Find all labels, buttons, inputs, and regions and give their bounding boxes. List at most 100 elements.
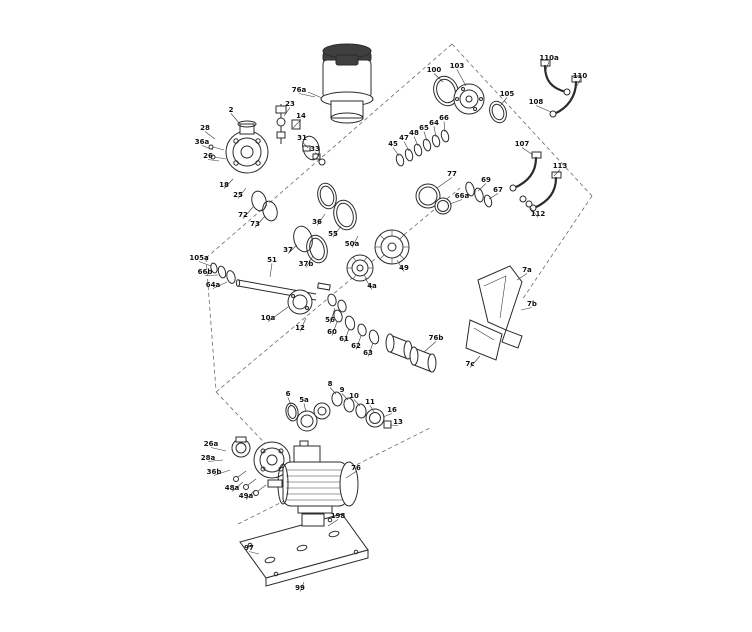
motor-flange xyxy=(253,441,291,479)
o-ring xyxy=(336,202,354,228)
leader-line xyxy=(456,69,467,87)
leader-line xyxy=(331,321,338,336)
part-label: 8 xyxy=(328,380,333,388)
seal-ring-inner xyxy=(369,412,381,424)
part-label: 49 xyxy=(399,264,409,272)
o-ring xyxy=(333,199,357,231)
clamp-tab xyxy=(235,436,247,443)
chamber-discs xyxy=(346,183,452,282)
part-label: 63 xyxy=(363,349,373,357)
leader-line xyxy=(433,126,437,138)
clamp-tab xyxy=(501,329,523,349)
leader-line xyxy=(392,147,400,157)
part-label: 26a xyxy=(204,440,219,448)
clamp-ring-inner xyxy=(235,442,247,454)
part-label: 36 xyxy=(312,218,322,226)
shaft-ring xyxy=(217,265,227,279)
vent-pipe xyxy=(552,80,578,116)
washer xyxy=(333,309,343,323)
bolt xyxy=(253,490,259,496)
leader-line xyxy=(553,169,561,177)
part-label: 14 xyxy=(296,112,306,120)
part-label: 100 xyxy=(427,66,442,74)
pipe-fitting xyxy=(549,110,557,118)
leader-line xyxy=(382,413,393,418)
bolt-hole xyxy=(327,517,333,523)
o-ring xyxy=(309,237,325,261)
seal-carrier-hub xyxy=(465,95,473,103)
part-label: 16 xyxy=(387,406,397,414)
washer xyxy=(440,129,450,143)
part-label: 55 xyxy=(328,230,338,238)
impeller-vanes xyxy=(375,230,409,264)
leader-line xyxy=(423,341,437,353)
o-ring-chain xyxy=(251,135,357,264)
part-label: 62 xyxy=(351,342,361,350)
leader-line xyxy=(212,281,228,289)
bolt-hole xyxy=(260,466,266,472)
coupling-half-inner xyxy=(300,414,314,428)
washer xyxy=(413,143,423,157)
leader-line xyxy=(355,335,362,350)
part-label: 97 xyxy=(244,544,254,552)
slot-hole xyxy=(296,544,308,552)
motor-foot xyxy=(297,505,333,514)
pump-head-flange xyxy=(225,130,269,174)
shaft-ring xyxy=(327,293,337,307)
washer xyxy=(331,391,343,407)
leader-line xyxy=(469,355,481,368)
part-label: 198 xyxy=(331,512,346,520)
control-box xyxy=(307,43,374,124)
display-panel xyxy=(335,54,359,66)
coupling-parts xyxy=(285,391,392,432)
part-label: 45 xyxy=(388,140,398,148)
part-label: 99 xyxy=(295,584,305,592)
label-leaders xyxy=(198,61,581,592)
leader-line xyxy=(343,328,350,343)
support-block xyxy=(301,513,325,527)
part-label: 7c xyxy=(465,360,474,368)
leader-line xyxy=(433,73,444,83)
part-label: 6 xyxy=(286,390,291,398)
chamber-disc-hub xyxy=(356,264,364,272)
impeller-hub xyxy=(387,242,397,252)
part-label: 108 xyxy=(529,98,544,106)
part-label: 9 xyxy=(340,386,345,394)
part-label: 112 xyxy=(531,210,546,218)
clamp-shell-lower xyxy=(465,319,503,361)
leader-line xyxy=(201,145,214,151)
part-label: 50a xyxy=(345,240,360,248)
bolt-hole xyxy=(273,571,279,577)
part-label: 51 xyxy=(267,256,277,264)
slot-hole xyxy=(328,530,340,538)
part-label: 107 xyxy=(515,140,530,148)
top-seal-kit xyxy=(433,75,507,124)
leader-line xyxy=(423,131,428,142)
part-label: 47 xyxy=(399,134,409,142)
washer xyxy=(395,153,405,167)
screw-shank xyxy=(214,156,227,160)
part-label: 25 xyxy=(233,191,243,199)
washer-stack-upper xyxy=(395,129,493,208)
part-label: 61 xyxy=(339,335,349,343)
bolt-hole xyxy=(305,306,309,310)
clamp-shell-fold xyxy=(473,327,495,341)
part-label: 64a xyxy=(206,281,221,289)
clamp-shell-fold xyxy=(483,275,507,319)
part-label: 23 xyxy=(285,100,295,108)
sleeve-end xyxy=(427,353,437,373)
leader-line xyxy=(299,317,307,332)
shaft-ring xyxy=(337,299,347,313)
retainer-ring-inner xyxy=(437,200,449,212)
part-label: 103 xyxy=(450,62,465,70)
leader-line xyxy=(213,469,231,476)
bolt-hole xyxy=(260,448,266,454)
bolt-hole xyxy=(278,448,284,454)
vent-pipe xyxy=(543,64,568,94)
alignment-line xyxy=(451,43,593,197)
small-washer xyxy=(318,158,326,166)
leader-line xyxy=(242,206,254,219)
part-label: 110 xyxy=(573,72,588,80)
leader-line xyxy=(287,397,292,406)
